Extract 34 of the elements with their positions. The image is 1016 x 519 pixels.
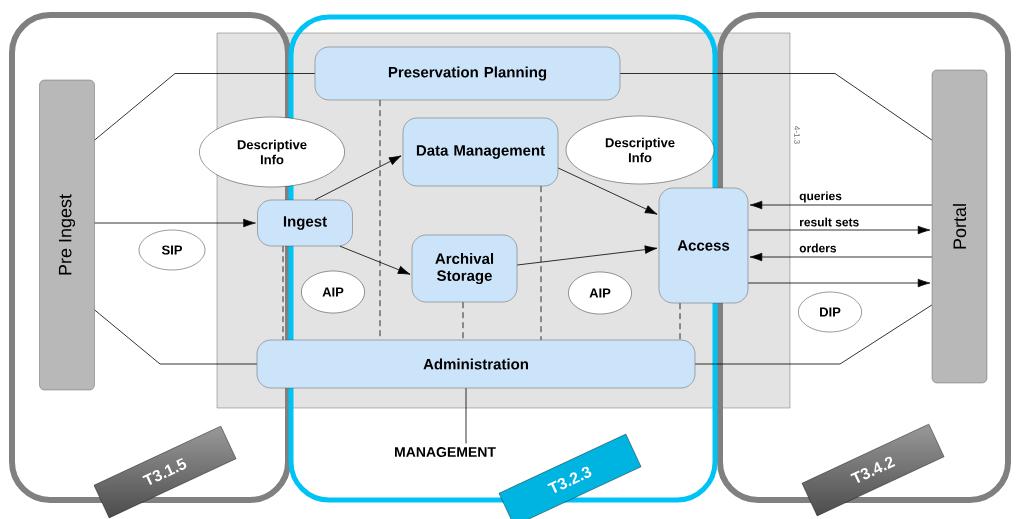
arrow (557, 167, 658, 215)
edge-label: result sets (798, 216, 861, 228)
dashed-line (679, 302, 681, 341)
dashed-line (462, 301, 464, 341)
connector-line (465, 387, 467, 444)
dashed-line (282, 245, 284, 341)
edge-label: queries (798, 190, 843, 204)
connector-line (694, 304, 933, 365)
function-box: Access (658, 187, 749, 304)
edge-label: orders (798, 242, 838, 254)
function-box: Administration (256, 339, 696, 389)
arrow (749, 200, 933, 210)
arrow (749, 252, 933, 262)
arrow (747, 225, 931, 235)
task-tag: T3.4.2 (801, 423, 945, 517)
system-bar: Pre Ingest (39, 79, 95, 391)
function-box: Data Management (402, 117, 559, 187)
task-tag: T3.2.3 (498, 433, 642, 519)
arrow (339, 245, 411, 275)
caption-text: MANAGEMENT (395, 447, 496, 457)
function-box: Archival Storage (411, 234, 518, 303)
page-number: 4-1.3 (794, 126, 800, 144)
dashed-line (540, 185, 542, 341)
connector-line (94, 309, 258, 365)
arrow (516, 245, 658, 266)
arrow (94, 218, 256, 228)
system-bar: Portal (931, 69, 988, 384)
function-box: Preservation Planning (314, 46, 621, 101)
connector-line (94, 73, 316, 141)
connector-line (619, 73, 933, 141)
function-box: Ingest (257, 199, 353, 247)
arrow (314, 155, 402, 201)
task-tag: T3.1.5 (93, 425, 237, 519)
arrow (747, 278, 931, 288)
